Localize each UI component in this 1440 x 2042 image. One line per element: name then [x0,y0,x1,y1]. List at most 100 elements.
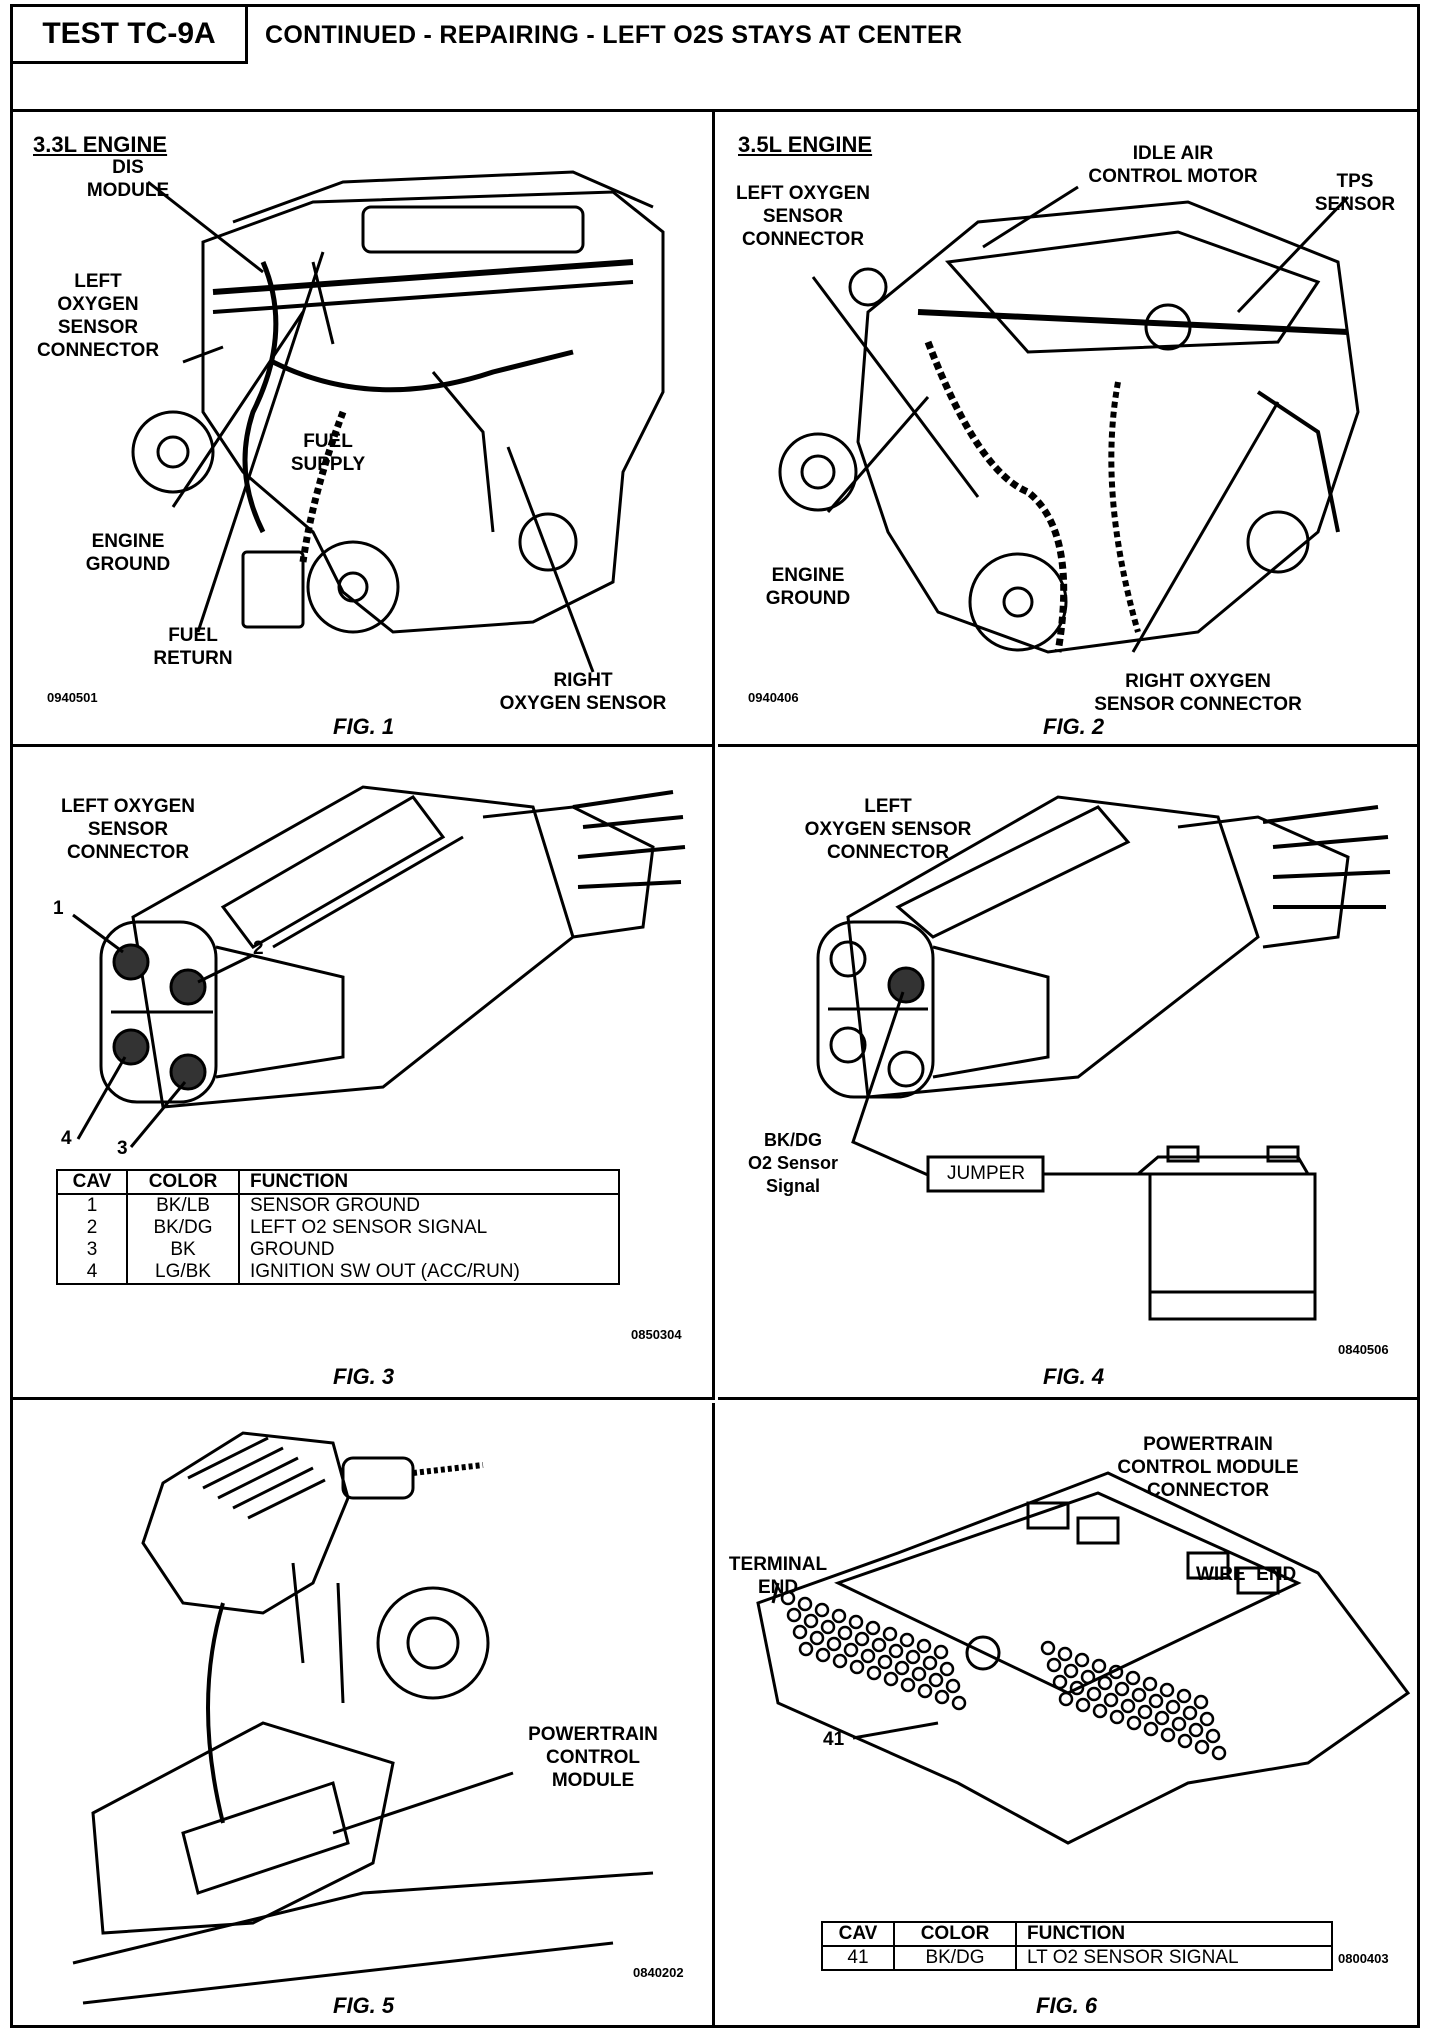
connector-pin [888,1643,904,1659]
connector-pin [1108,1664,1124,1680]
connector-pin [922,1655,938,1671]
connector-pin [1086,1686,1102,1702]
connector-pin [1091,1658,1107,1674]
connector-pin [1103,1692,1119,1708]
connector-pin [900,1677,916,1693]
connector-pin [1205,1728,1221,1744]
connector-pin [894,1660,910,1676]
connector-pin [797,1596,813,1612]
connector-pin [1114,1681,1130,1697]
connector-pin [1171,1716,1187,1732]
service-manual-page: TEST TC-9A CONTINUED - REPAIRING - LEFT … [10,4,1420,2028]
col-cav: CAV [821,1921,895,1947]
connector-pin [860,1648,876,1664]
connector-pin [831,1608,847,1624]
connector-pin [1075,1697,1091,1713]
connector-pin [911,1666,927,1682]
connector-pin [928,1672,944,1688]
wire-end-label: WIRE END [1196,1564,1297,1585]
connector-pin [837,1625,853,1641]
connector-pin [1188,1722,1204,1738]
fig1-caption: FIG. 1 [333,714,395,739]
connector-pin [917,1683,933,1699]
connector-pin [826,1636,842,1652]
connector-pin [786,1607,802,1623]
fig4-code: 0840506 [1338,1342,1389,1357]
connector-pin [1080,1669,1096,1685]
connector-pin [849,1659,865,1675]
connector-pin [1182,1705,1198,1721]
connector-pin [1074,1652,1090,1668]
connector-pin [1194,1739,1210,1755]
connector-pin [1063,1663,1079,1679]
connector-pin [1131,1687,1147,1703]
connector-pin [1177,1733,1193,1749]
connector-pin [916,1638,932,1654]
connector-pin [780,1590,796,1606]
connector-pin [945,1678,961,1694]
engine-3-5l-illustration [778,185,1360,654]
cavity-1-label: 1 [53,898,64,919]
fig6-code: 0800403 [1338,1951,1389,1966]
connector-pin [843,1642,859,1658]
connector-pin [792,1624,808,1640]
fig1-engine-title: 3.3L ENGINE [33,132,168,157]
test-id: TEST TC-9A [13,7,248,64]
col-cav: CAV [56,1169,128,1195]
connector-pin [820,1619,836,1635]
connector-pin [815,1647,831,1663]
o2-connector-jumper-illustration [816,795,1391,1321]
connector-pin [1052,1674,1068,1690]
connector-pin [1159,1682,1175,1698]
col-function: FUNCTION [1015,1921,1333,1947]
fig2-engine-title: 3.5L ENGINE [738,132,873,157]
connector-pin [1137,1704,1153,1720]
jumper-label: JUMPER [946,1163,1026,1184]
o2-connector-pinout-illustration [72,785,686,1148]
connector-pin [939,1661,955,1677]
connector-pin [899,1632,915,1648]
connector-pin [832,1653,848,1669]
fig5-code: 0840202 [633,1965,684,1980]
connector-pin [871,1637,887,1653]
pcm-connector-illustration [756,1471,1411,1845]
connector-pin [1148,1693,1164,1709]
connector-pin [877,1654,893,1670]
connector-pin [865,1620,881,1636]
fig3-caption: FIG. 3 [333,1364,395,1389]
connector-pin [814,1602,830,1618]
connector-pin [803,1613,819,1629]
connector-pin [1142,1676,1158,1692]
cavity-4-label: 4 [61,1128,72,1149]
cavity-2-label: 2 [253,938,264,959]
connector-pin [1125,1670,1141,1686]
col-color: COLOR [893,1921,1017,1947]
connector-pin [1199,1711,1215,1727]
connector-pin [1193,1694,1209,1710]
fig3-code: 0850304 [631,1327,682,1342]
connector-pin [854,1631,870,1647]
connector-pin [809,1630,825,1646]
fig2-caption: FIG. 2 [1043,714,1105,739]
pin-41-label: 41 [823,1729,845,1750]
fig6-caption: FIG. 6 [1036,1993,1098,2018]
connector-pin [883,1671,899,1687]
connector-pin [848,1614,864,1630]
